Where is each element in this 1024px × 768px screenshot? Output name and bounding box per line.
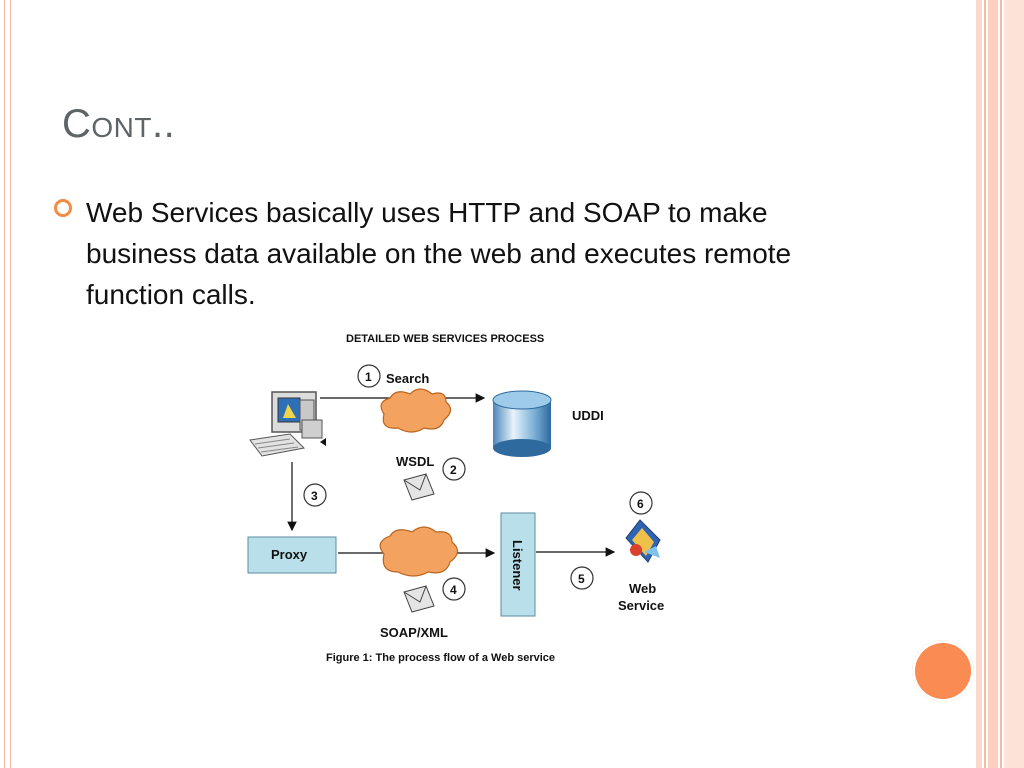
svg-text:5: 5: [578, 572, 585, 586]
computer-icon: [249, 391, 323, 457]
proxy-box: [247, 536, 337, 574]
left-border: [0, 0, 11, 768]
listener-box: [500, 512, 536, 617]
svg-text:3: 3: [311, 489, 318, 503]
right-border: [976, 0, 1024, 768]
web-service-label-1: Web: [629, 581, 656, 596]
uddi-label: UDDI: [572, 408, 604, 423]
step-2-badge: 2: [442, 457, 466, 481]
bullet-circle-icon: [54, 199, 72, 217]
step-4-badge: 4: [442, 577, 466, 601]
svg-text:6: 6: [637, 497, 644, 511]
web-service-label-2: Service: [618, 598, 664, 613]
cloud-icon: [380, 388, 452, 433]
proxy-label: Proxy: [271, 547, 308, 562]
diagram-heading: DETAILED WEB SERVICES PROCESS: [346, 333, 544, 345]
cloud-icon-2: [379, 526, 459, 577]
svg-text:4: 4: [450, 583, 457, 597]
web-service-icon: [625, 519, 661, 563]
wsdl-label: WSDL: [396, 454, 434, 469]
step-1-badge: 1: [357, 364, 381, 388]
svg-text:1: 1: [365, 370, 372, 384]
svg-text:2: 2: [450, 463, 457, 477]
step-6-badge: 6: [629, 491, 653, 515]
bullet-item: Web Services basically uses HTTP and SOA…: [54, 192, 874, 315]
bullet-text: Web Services basically uses HTTP and SOA…: [86, 197, 792, 310]
small-arrow-icon: [320, 438, 326, 446]
step-5-badge: 5: [570, 566, 594, 590]
envelope-icon-2: [403, 585, 435, 613]
listener-label: Listener: [510, 540, 525, 591]
soap-xml-label: SOAP/XML: [380, 625, 448, 640]
database-icon: [492, 390, 552, 457]
page-title: Cont..: [62, 102, 176, 146]
step-3-badge: 3: [303, 483, 327, 507]
search-label: Search: [386, 371, 429, 386]
envelope-icon: [403, 473, 435, 501]
orange-circle-decoration: [912, 640, 974, 702]
figure-caption: Figure 1: The process flow of a Web serv…: [326, 652, 555, 664]
